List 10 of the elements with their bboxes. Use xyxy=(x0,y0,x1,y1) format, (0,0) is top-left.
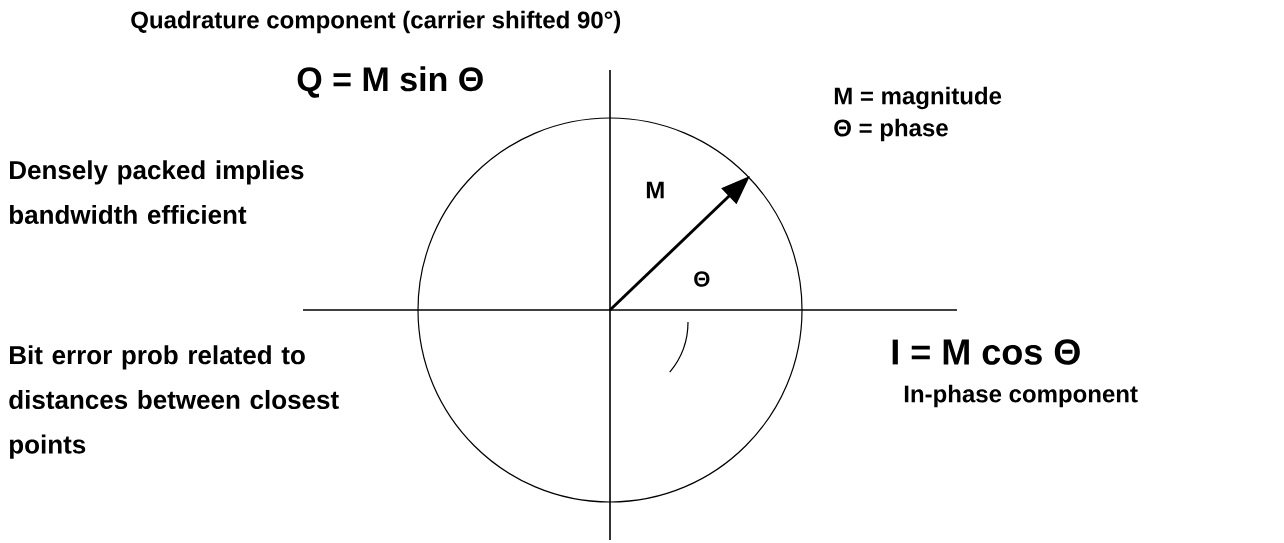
formula-label: Q = M sin Θ xyxy=(297,66,483,98)
formula-label: I = M cos Θ xyxy=(892,339,1080,365)
note-text: Bit error prob related to distances between closest points xyxy=(9,345,339,459)
vector-label: M xyxy=(646,181,664,199)
legend-text: M = magnitude xyxy=(834,86,1002,110)
legend-text: Θ = phase xyxy=(834,118,948,142)
axis-label: Quadrature component (carrier shifted 90°) xyxy=(131,10,621,34)
note-text: Densely packed implies bandwidth efficient xyxy=(10,160,304,225)
angle-label: Θ xyxy=(694,271,710,287)
axis-label: In-phase component xyxy=(904,384,1138,408)
